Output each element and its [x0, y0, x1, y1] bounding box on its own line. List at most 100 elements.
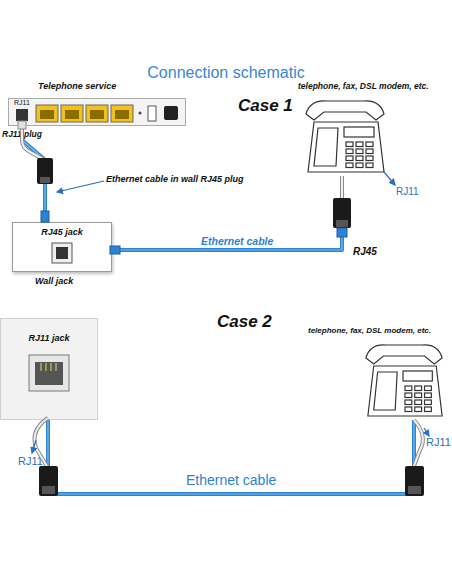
phone-key	[415, 400, 422, 405]
node-text: telephone, fax, DSL modem, etc.	[298, 81, 429, 91]
adapter	[333, 198, 351, 228]
adapter	[39, 466, 58, 496]
cable-highlight	[48, 420, 414, 494]
leader-arrow	[57, 181, 104, 192]
adapter	[37, 158, 53, 184]
phone-key	[405, 400, 412, 405]
cable-line	[112, 176, 342, 250]
cable-connector	[112, 176, 342, 250]
cable-highlight	[112, 176, 342, 250]
port-label: RJ11 plug	[2, 129, 42, 139]
rj11-cord	[35, 418, 49, 468]
node-text: RJ45 jack	[13, 227, 111, 237]
rj11-plug	[18, 121, 26, 129]
rj45-plug	[110, 246, 120, 254]
rj45-jack-frame	[52, 243, 72, 263]
phone-key	[405, 386, 412, 391]
adapter-jack	[336, 220, 348, 227]
rj45-plug	[41, 211, 49, 222]
phone-key	[425, 393, 432, 398]
rj11-wall-plate: RJ11 jack	[0, 318, 98, 420]
cable-highlight	[22, 126, 45, 222]
phone-key	[415, 407, 422, 412]
cable-connector	[22, 126, 45, 222]
rj11-cord	[414, 420, 423, 466]
phone-key	[415, 386, 422, 391]
phone-side-panel	[314, 128, 338, 166]
jack-contact	[40, 363, 41, 371]
cable-line	[22, 126, 45, 222]
lan-port	[61, 105, 83, 122]
power-port	[164, 106, 178, 120]
adapter-jack	[40, 177, 50, 183]
node-shape	[362, 342, 446, 420]
phone-key	[366, 149, 373, 154]
phone-key	[346, 149, 353, 154]
phone-display	[344, 127, 374, 137]
usb-port	[148, 106, 156, 121]
rj11-cord	[35, 418, 49, 468]
rj11-cord	[340, 176, 344, 200]
cable-line	[48, 420, 414, 494]
diagram-title: Connection schematic	[0, 64, 452, 82]
node-text: RJ11 jack	[1, 333, 97, 343]
phone-key	[356, 163, 363, 168]
cable-label: Ethernet cable	[201, 235, 273, 247]
adapter	[405, 466, 424, 496]
port-label: RJ11	[396, 186, 419, 197]
phone-key	[346, 156, 353, 161]
phone-device: telephone, fax, DSL modem, etc.	[302, 98, 388, 176]
phone-device: telephone, fax, DSL modem, etc.	[362, 342, 446, 420]
jack-contact	[55, 363, 56, 371]
phone-key	[425, 400, 432, 405]
cable-label: Ethernet cable	[186, 472, 276, 488]
phone-key	[356, 149, 363, 154]
phone-key	[405, 407, 412, 412]
lan-port-hole	[65, 110, 79, 119]
rj11-jack-frame	[29, 355, 69, 391]
phone-key	[366, 156, 373, 161]
phone-key	[425, 386, 432, 391]
phone-body	[368, 366, 442, 416]
reset-dot	[139, 112, 142, 115]
phone-display	[403, 371, 432, 381]
lan-port	[111, 105, 133, 122]
jack-contact	[45, 363, 46, 371]
node-text: telephone, fax, DSL modem, etc.	[308, 326, 431, 335]
port-label: RJ11	[426, 436, 451, 448]
rj11-cord	[22, 126, 45, 160]
rj11-jack-hole	[35, 362, 63, 385]
lan-port-hole	[40, 110, 54, 119]
router-box: Telephone serviceRJ11	[8, 98, 186, 126]
phone-key	[366, 142, 373, 147]
phone-key	[415, 393, 422, 398]
phone-handset	[306, 101, 384, 120]
leader-arrow	[32, 440, 36, 453]
case-heading: Case 2	[217, 312, 272, 332]
port-label: RJ45	[353, 246, 377, 257]
phone-key	[346, 142, 353, 147]
phone-handset	[366, 345, 442, 364]
rj45-jack-hole	[56, 247, 68, 259]
node-text: RJ11	[14, 99, 30, 106]
router-body	[9, 99, 186, 126]
node-shape	[302, 98, 388, 176]
rj11-cord	[22, 126, 45, 160]
phone-body	[308, 122, 384, 172]
node-text: Telephone service	[38, 81, 116, 91]
lan-port	[36, 105, 58, 122]
wall-jack-plate: RJ45 jackWall jack	[12, 222, 112, 272]
lan-port-hole	[90, 110, 104, 119]
leader-arrow	[384, 172, 395, 185]
leader-arrow	[424, 428, 429, 436]
phone-key	[405, 393, 412, 398]
phone-key	[346, 163, 353, 168]
lan-port-hole	[115, 110, 129, 119]
rj11-cord	[341, 176, 343, 200]
phone-key	[366, 163, 373, 168]
cable-connector	[48, 420, 414, 494]
lan-port	[86, 105, 108, 122]
node-shape	[8, 98, 186, 126]
callout-text: Ethernet cable in wall RJ45 plug	[106, 174, 244, 184]
